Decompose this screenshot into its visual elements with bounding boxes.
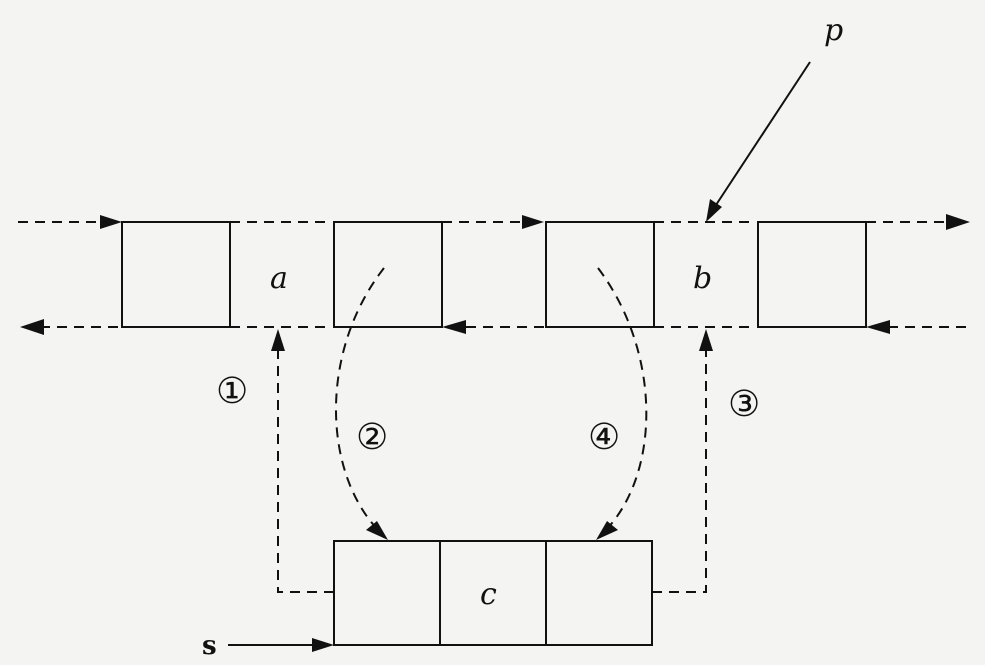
step-1-arrowhead bbox=[271, 329, 285, 351]
list-node-1 bbox=[121, 221, 231, 328]
step-4-path bbox=[597, 267, 648, 531]
step-4-link bbox=[596, 267, 648, 540]
prior-arrowhead-1 bbox=[20, 319, 44, 335]
pointer-s-arrowhead bbox=[312, 638, 334, 652]
list-node-4 bbox=[757, 221, 867, 328]
list-nodes bbox=[121, 221, 867, 328]
pointer-s bbox=[228, 638, 334, 652]
next-chain bbox=[18, 214, 970, 230]
step-2-arrowhead bbox=[366, 521, 388, 540]
pointer-p bbox=[706, 61, 811, 222]
next-arrowhead-1 bbox=[100, 215, 122, 229]
prior-arrowhead-3 bbox=[442, 320, 466, 334]
next-arrowhead-3 bbox=[522, 215, 544, 229]
step-3-marker: ③ bbox=[728, 384, 760, 425]
label-b: b bbox=[693, 261, 712, 296]
label-p: p bbox=[824, 13, 843, 48]
step-3-link bbox=[652, 329, 713, 593]
step-1-path bbox=[277, 350, 334, 593]
pointer-p-line bbox=[713, 61, 811, 209]
next-arrowhead-5 bbox=[946, 214, 970, 230]
list-node-3 bbox=[545, 221, 655, 328]
prior-chain bbox=[20, 319, 970, 335]
step-2-link bbox=[335, 267, 388, 540]
step-3-path bbox=[652, 350, 707, 593]
step-1-marker: ① bbox=[216, 371, 248, 412]
list-node-2 bbox=[333, 221, 443, 328]
label-s: s bbox=[202, 631, 217, 661]
prior-arrowhead-5 bbox=[866, 320, 890, 334]
step-4-marker: ④ bbox=[588, 417, 620, 458]
step-3-arrowhead bbox=[699, 329, 713, 351]
label-c: c bbox=[480, 577, 497, 612]
step-4-arrowhead bbox=[596, 521, 618, 540]
pointer-p-arrowhead bbox=[706, 199, 722, 222]
label-a: a bbox=[270, 261, 288, 296]
step-2-marker: ② bbox=[356, 417, 388, 458]
step-1-link bbox=[271, 329, 334, 593]
step-2-path bbox=[335, 267, 385, 531]
